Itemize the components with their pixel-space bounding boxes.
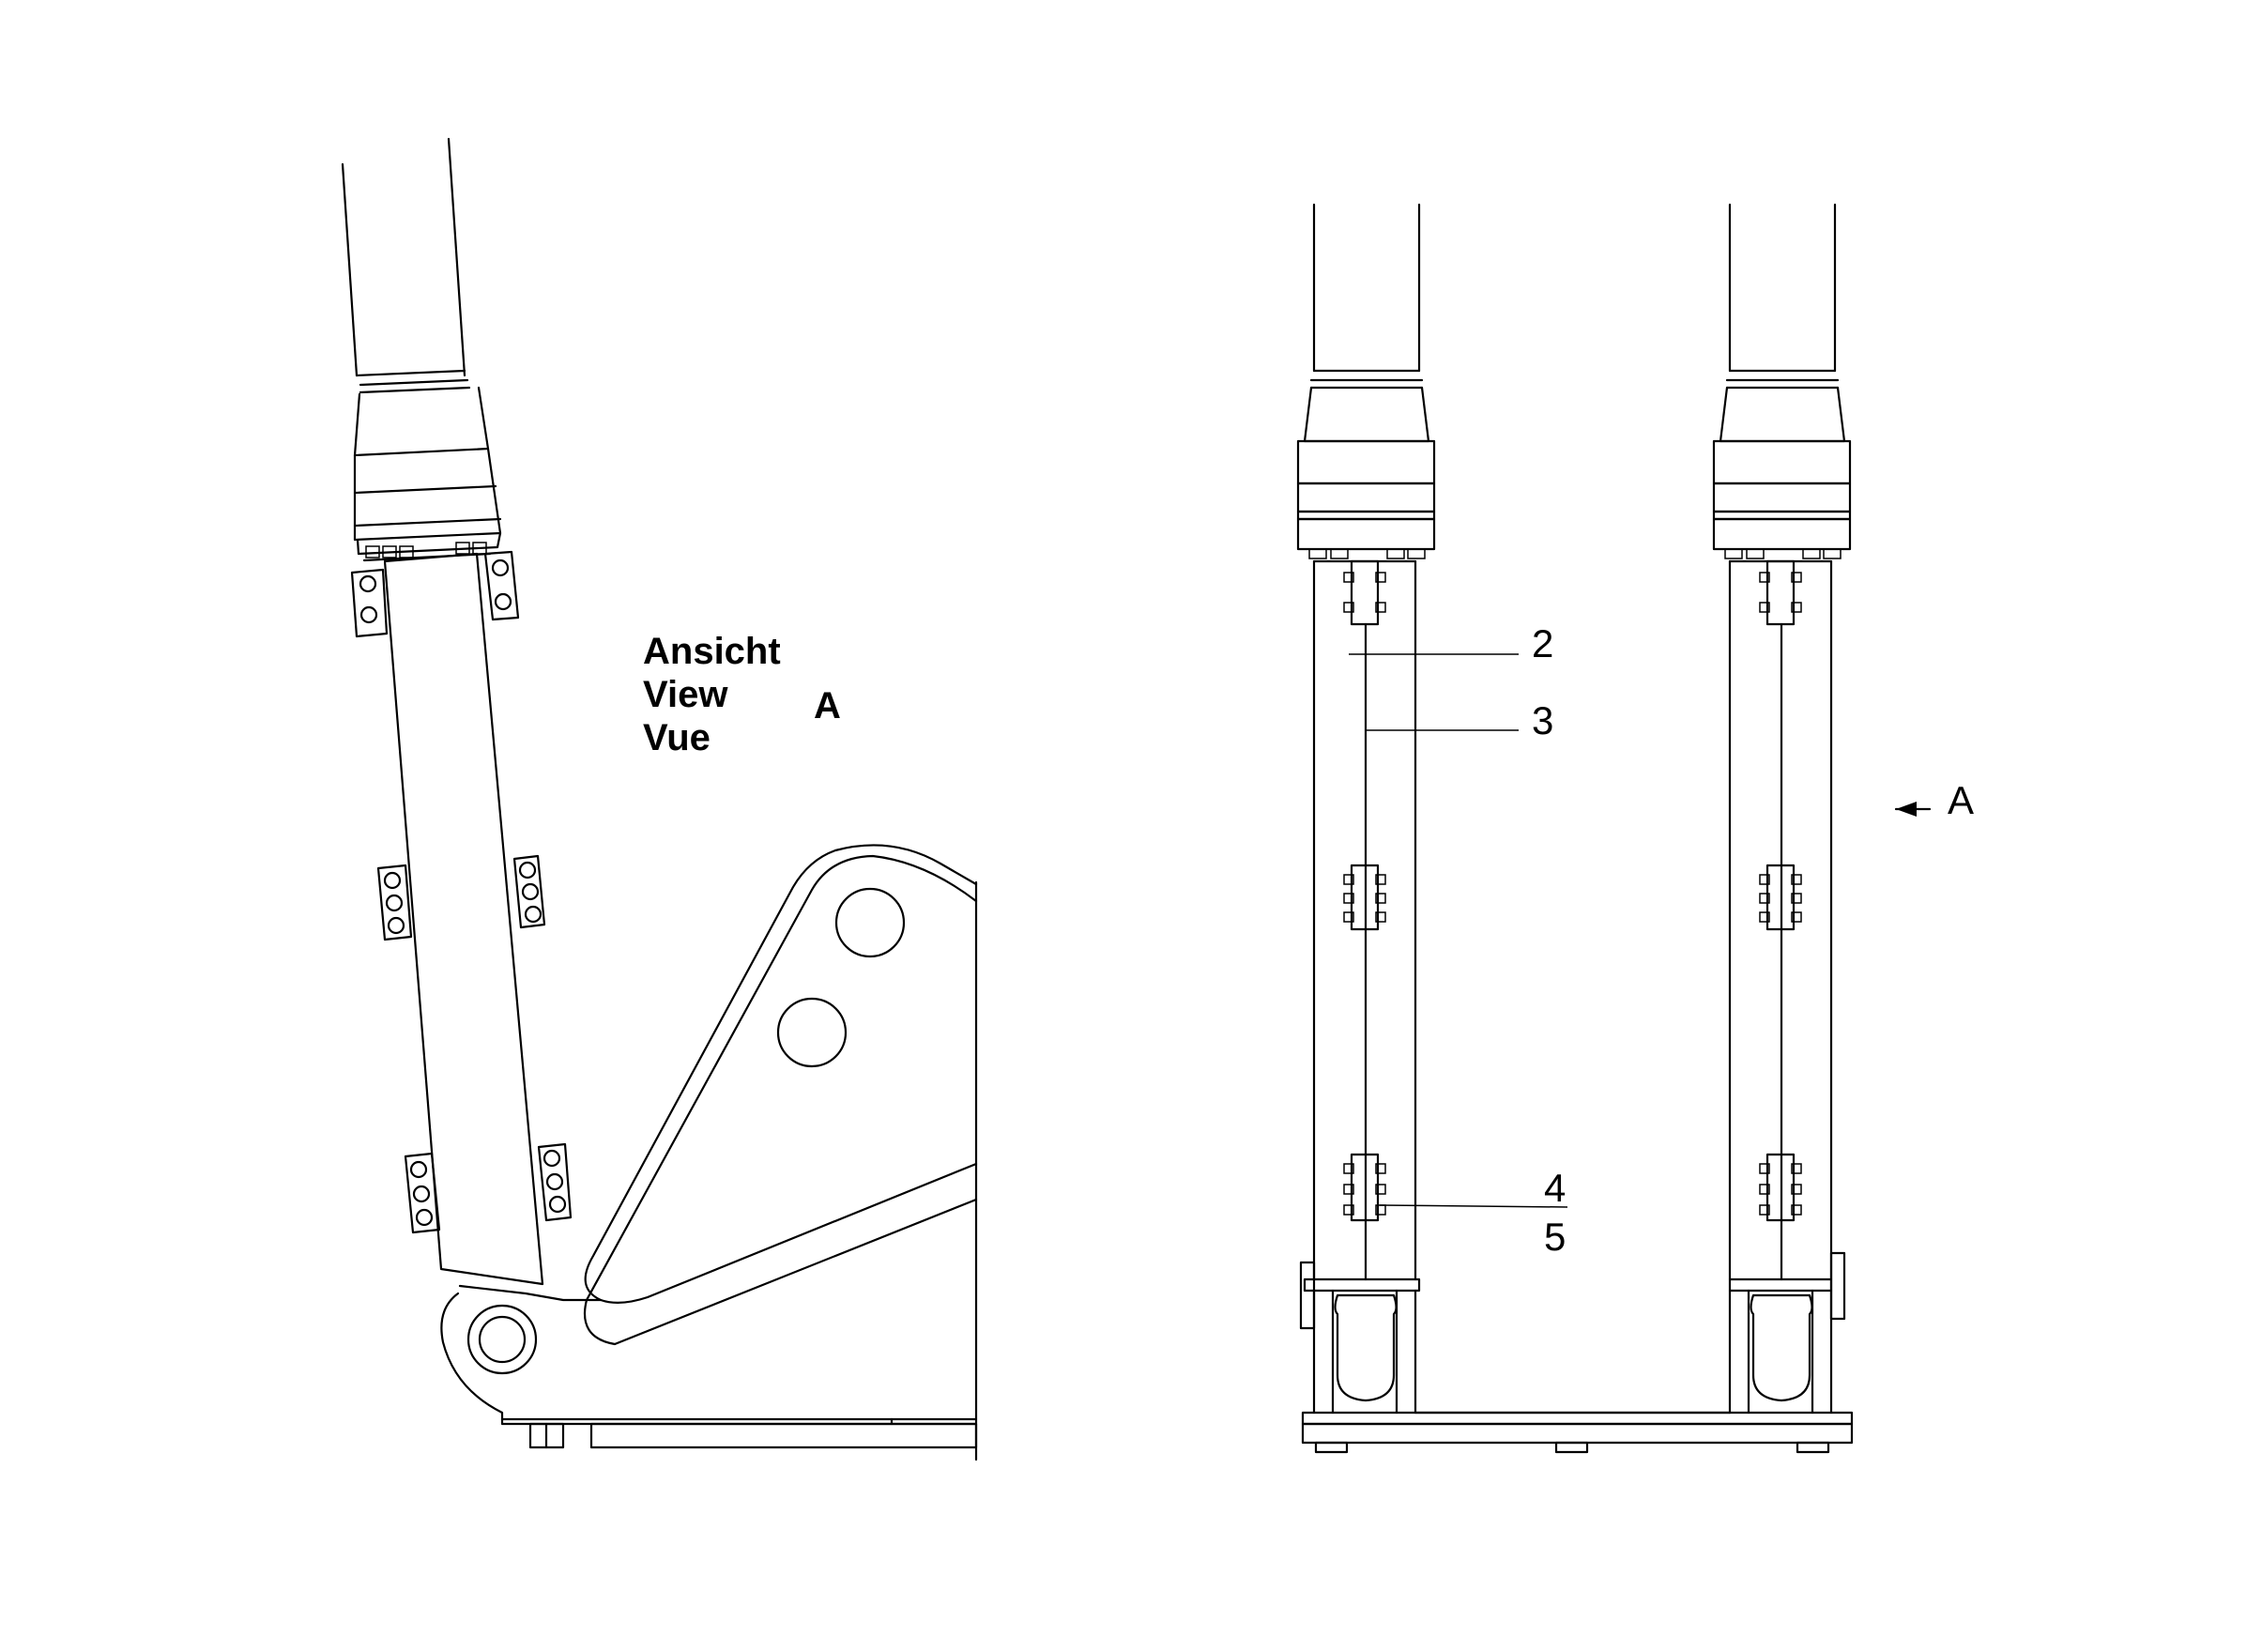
caption-vue: Vue: [643, 717, 711, 758]
side-clamp-top-right: [483, 550, 520, 621]
view-caption: Ansicht View Vue A: [643, 631, 841, 758]
callout-5: 5: [1544, 1215, 1566, 1259]
front-cylinder-right: [1712, 203, 1852, 1415]
side-clamp-mid-right: [512, 854, 546, 929]
callout-leaders: [1349, 653, 1568, 1208]
front-base-plate: [1301, 1411, 1854, 1454]
side-clamp-mid-left: [376, 864, 413, 941]
callout-numbers: 2 3 4 5: [1532, 621, 1566, 1259]
side-head-bolts: [365, 542, 487, 558]
callout-4: 4: [1544, 1166, 1566, 1210]
callout-2: 2: [1532, 621, 1553, 665]
view-arrow-label: A: [1948, 778, 1974, 822]
caption-ansicht: Ansicht: [643, 631, 781, 672]
side-clamp-top-left: [350, 568, 389, 638]
side-bracket-plate: [583, 844, 978, 1461]
callout-3: 3: [1532, 698, 1553, 742]
front-cylinder-left: [1296, 203, 1436, 1415]
side-clamp-low-left: [404, 1152, 441, 1234]
caption-view: View: [643, 674, 728, 715]
side-view: [341, 137, 978, 1461]
view-direction-arrow: A: [1894, 778, 1974, 822]
side-cylinder-tube: [341, 137, 502, 562]
front-view: [1296, 203, 1854, 1454]
side-clamp-low-right: [537, 1142, 573, 1222]
caption-view-letter: A: [814, 685, 841, 727]
side-rod: [383, 552, 544, 1286]
arrow-head-icon: [1896, 802, 1917, 817]
side-pivot-base: [440, 1284, 978, 1449]
